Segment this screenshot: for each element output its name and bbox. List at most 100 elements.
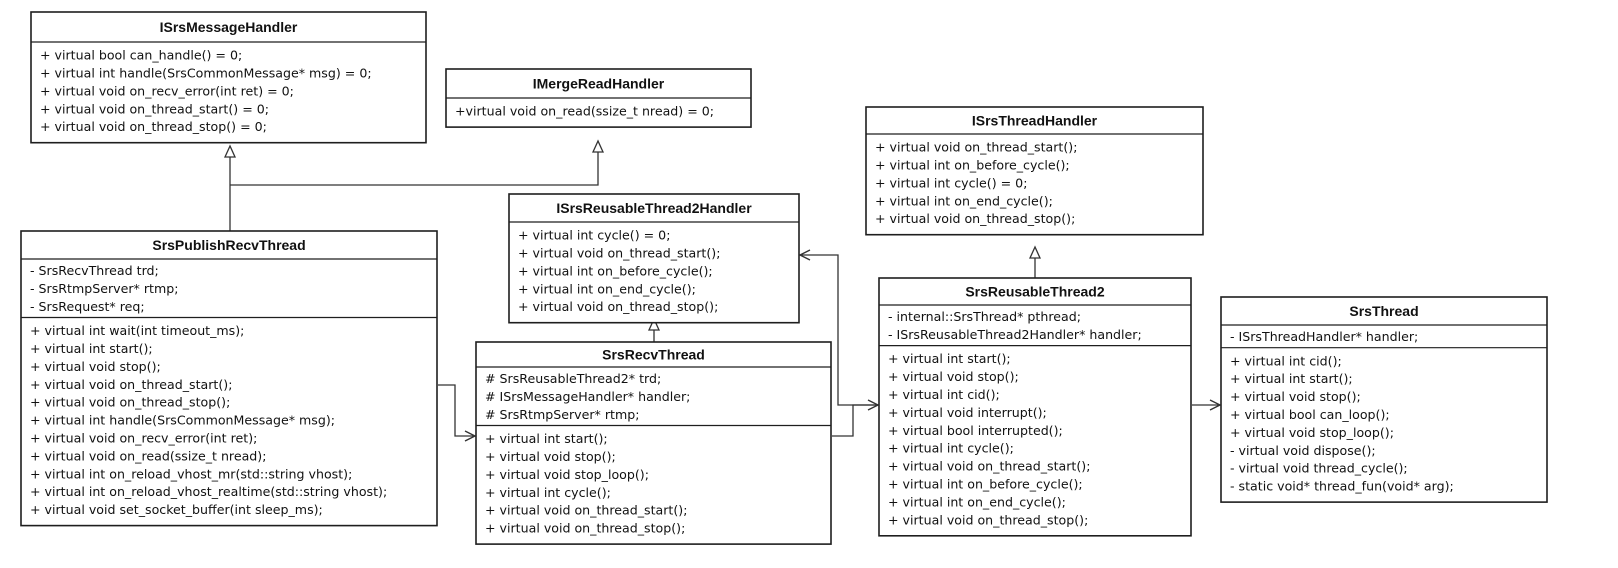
class-method: + virtual int on_end_cycle(); [875, 193, 1053, 208]
class-method: + virtual void set_socket_buffer(int sle… [30, 502, 323, 517]
class-method: + virtual void on_thread_stop(); [518, 299, 718, 314]
class-method: + virtual bool interrupted(); [888, 423, 1063, 438]
class-method: + virtual bool can_handle() = 0; [40, 48, 242, 63]
association-line-recv-to-reusable2 [832, 404, 878, 437]
association-arrow-recv [464, 430, 477, 442]
class-method: + virtual int handle(SrsCommonMessage* m… [30, 413, 335, 428]
class-method: + virtual void stop(); [30, 359, 161, 374]
class-method: + virtual void on_thread_start() = 0; [40, 101, 269, 116]
class-title: SrsThread [1349, 303, 1418, 319]
class-members: - SrsRecvThread trd; - SrsRtmpServer* rtm… [30, 263, 387, 517]
class-method: + virtual void stop(); [1230, 389, 1361, 404]
class-method: + virtual int cycle() = 0; [875, 175, 1027, 190]
class-SrsPublishRecvThread: SrsPublishRecvThread - SrsRecvThread trd… [20, 230, 438, 527]
class-members: + virtual int cycle() = 0; + virtual void… [518, 228, 720, 315]
class-SrsRecvThread: SrsRecvThread # SrsReusableThread2* trd;… [475, 341, 832, 545]
class-method: + virtual void on_thread_start(); [875, 140, 1077, 155]
class-method: + virtual void on_thread_start(); [888, 459, 1090, 474]
class-members: # SrsReusableThread2* trd; # ISrsMessageH… [485, 371, 690, 536]
class-method: - virtual void dispose(); [1230, 443, 1376, 458]
class-method: + virtual void stop(); [485, 449, 616, 464]
class-method: + virtual void on_thread_start(); [485, 503, 687, 518]
class-method: + virtual void on_recv_error(int ret) = … [40, 83, 294, 98]
class-method: - static void* thread_fun(void* arg); [1230, 479, 1454, 494]
class-attribute: - SrsRtmpServer* rtmp; [30, 281, 178, 296]
class-SrsThread: SrsThread - ISrsThreadHandler* handler; +… [1220, 296, 1548, 503]
association-line-publish-to-recv [438, 384, 474, 437]
class-method: + virtual int on_before_cycle(); [875, 158, 1070, 173]
class-title: IMergeReadHandler [533, 76, 665, 92]
class-title: ISrsThreadHandler [972, 113, 1098, 129]
relationship-lines [223, 139, 1222, 442]
class-method: + virtual int on_reload_vhost_realtime(s… [30, 484, 387, 499]
class-title: ISrsMessageHandler [160, 19, 298, 35]
class-method: + virtual void stop_loop(); [1230, 425, 1394, 440]
class-method: + virtual void stop_loop(); [485, 467, 649, 482]
class-title: ISrsReusableThread2Handler [556, 200, 752, 216]
class-box [20, 230, 438, 527]
class-method: + virtual int cycle(); [888, 441, 1014, 456]
class-method: + virtual void on_thread_stop(); [888, 512, 1088, 527]
class-method: + virtual int start(); [888, 351, 1011, 366]
class-method: + virtual void on_thread_stop(); [485, 521, 685, 536]
class-members: + virtual bool can_handle() = 0; + virtua… [40, 48, 372, 135]
class-box [878, 277, 1192, 537]
class-attribute: # SrsReusableThread2* trd; [485, 371, 661, 386]
class-box [475, 341, 832, 545]
class-method: + virtual int handle(SrsCommonMessage* m… [40, 66, 372, 81]
class-method: +virtual void on_read(ssize_t nread) = 0… [455, 104, 714, 119]
class-attribute: # ISrsMessageHandler* handler; [485, 389, 690, 404]
association-arrow-thread [1209, 399, 1222, 411]
association-arrow-reusablehandler [798, 249, 811, 261]
class-method: + virtual int cid(); [888, 387, 1000, 402]
class-title: SrsReusableThread2 [965, 284, 1104, 300]
class-ISrsMessageHandler: ISrsMessageHandler + virtual bool can_ha… [30, 11, 427, 144]
class-method: + virtual int on_end_cycle(); [888, 494, 1066, 509]
class-method: + virtual void on_thread_start(); [30, 377, 232, 392]
class-box [865, 106, 1204, 236]
realization-arrowhead-threadhandler [1028, 245, 1042, 259]
class-box [1220, 296, 1548, 503]
class-method: + virtual int on_reload_vhost_mr(std::st… [30, 466, 352, 481]
class-method: + virtual void on_thread_stop(); [875, 211, 1075, 226]
class-method: + virtual int on_before_cycle(); [518, 263, 713, 278]
class-members: +virtual void on_read(ssize_t nread) = 0… [455, 104, 714, 119]
class-method: + virtual int on_before_cycle(); [888, 477, 1083, 492]
class-method: + virtual int start(); [1230, 371, 1353, 386]
class-method: + virtual void on_thread_start(); [518, 246, 720, 261]
class-attribute: # SrsRtmpServer* rtmp; [485, 407, 639, 422]
class-title: SrsRecvThread [602, 347, 705, 363]
class-method: + virtual void on_read(ssize_t nread); [30, 448, 266, 463]
class-method: + virtual int start(); [485, 431, 608, 446]
class-members: + virtual void on_thread_start(); + virtu… [875, 140, 1077, 227]
class-attribute: - SrsRequest* req; [30, 299, 145, 314]
realization-arrowhead-messagehandler [223, 144, 237, 158]
realization-arrowhead-mergereadhandler [591, 139, 605, 153]
class-method: - virtual void thread_cycle(); [1230, 461, 1408, 476]
class-method: + virtual int cycle() = 0; [518, 228, 670, 243]
class-method: + virtual void stop(); [888, 369, 1019, 384]
class-method: + virtual void on_thread_stop() = 0; [40, 119, 267, 134]
class-members: - ISrsThreadHandler* handler; + virtual i… [1230, 329, 1454, 494]
class-attribute: - ISrsReusableThread2Handler* handler; [888, 327, 1142, 342]
class-method: + virtual int wait(int timeout_ms); [30, 323, 244, 338]
class-method: + virtual bool can_loop(); [1230, 407, 1390, 422]
association-line-reusable2-to-reusablehandler [800, 254, 878, 406]
class-members: - internal::SrsThread* pthread;- ISrsReu… [888, 309, 1142, 527]
realization-arrowhead-reusablehandler [647, 317, 661, 331]
class-attribute: - SrsRecvThread trd; [30, 263, 159, 278]
class-SrsReusableThread2: SrsReusableThread2 - internal::SrsThread… [878, 277, 1192, 537]
class-ISrsThreadHandler: ISrsThreadHandler + virtual void on_thre… [865, 106, 1204, 236]
class-attribute: - internal::SrsThread* pthread; [888, 309, 1081, 324]
class-method: + virtual int start(); [30, 341, 153, 356]
class-ISrsReusableThread2Handler: ISrsReusableThread2Handler + virtual int… [508, 193, 800, 324]
class-method: + virtual int on_end_cycle(); [518, 281, 696, 296]
class-box [30, 11, 427, 144]
class-method: + virtual void on_recv_error(int ret); [30, 431, 257, 446]
class-method: + virtual int cid(); [1230, 353, 1342, 368]
class-attribute: - ISrsThreadHandler* handler; [1230, 329, 1418, 344]
class-method: + virtual int cycle(); [485, 485, 611, 500]
class-box [508, 193, 800, 324]
class-title: SrsPublishRecvThread [152, 237, 305, 253]
